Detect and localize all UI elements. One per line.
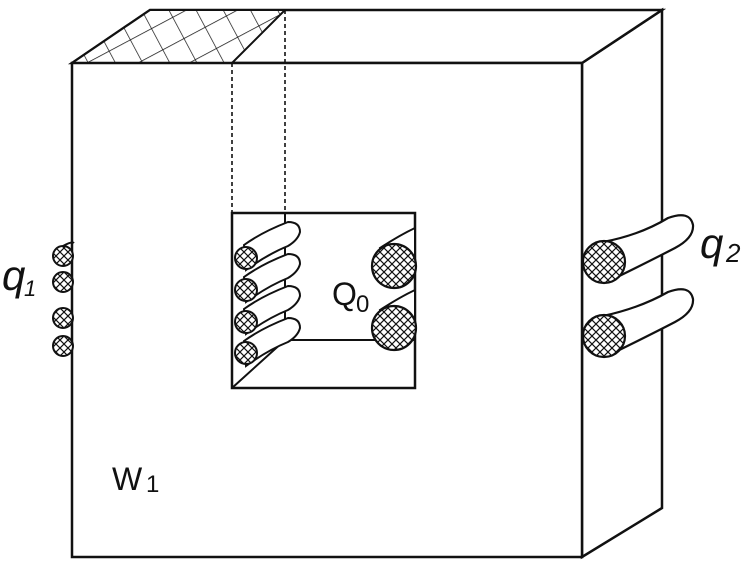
label-w1: W 1 <box>112 461 159 498</box>
label-q2-base: q <box>700 220 724 267</box>
outer-coil-q2 <box>581 214 695 359</box>
inner-coil-q1 <box>234 220 302 368</box>
label-q1-sub: 1 <box>24 276 36 301</box>
label-q2: q 2 <box>700 220 741 268</box>
label-w1-base: W <box>112 461 143 497</box>
label-q0-sub: 0 <box>356 291 369 318</box>
label-q1-base: q <box>2 252 26 299</box>
label-q2-sub: 2 <box>725 238 741 268</box>
label-q1: q 1 <box>2 252 36 301</box>
outer-coil-q1 <box>52 241 75 357</box>
inner-coil-q0 <box>370 226 418 352</box>
label-q0: Q 0 <box>332 276 369 318</box>
label-w1-sub: 1 <box>146 471 159 498</box>
core-right-face <box>580 7 664 560</box>
label-q0-base: Q <box>332 276 357 312</box>
